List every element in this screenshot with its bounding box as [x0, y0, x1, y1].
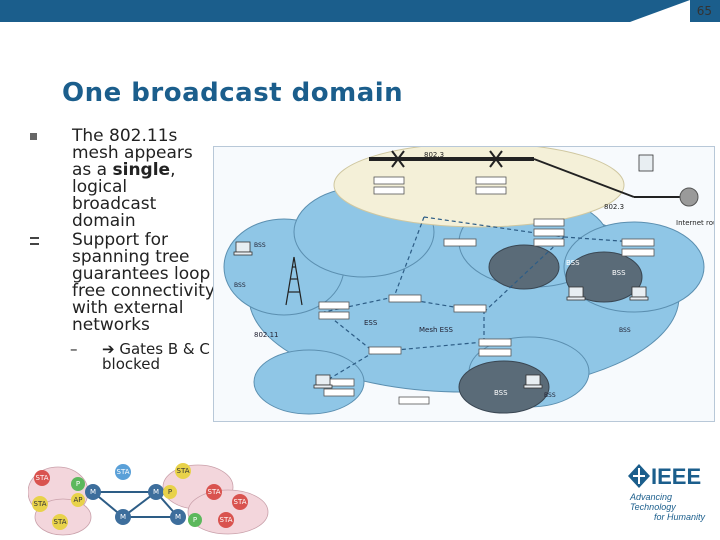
- bullet-list: The 802.11s mesh appears as a single, lo…: [30, 128, 215, 372]
- sub-bullet-text: ➔ Gates B & C blocked: [102, 340, 210, 373]
- bullet-lines-icon: [30, 237, 39, 245]
- router-icon: [679, 187, 699, 207]
- mesh-ess-label: Mesh ESS: [419, 326, 454, 334]
- bullet-1-text-bold: single: [112, 160, 171, 180]
- mini-label-sta-1: STA: [36, 474, 49, 482]
- ieee-diamond-icon: [628, 464, 650, 488]
- mini-node-p-3: [188, 513, 202, 527]
- wired-label: 802.11: [254, 331, 279, 339]
- mini-label-p-2: P: [168, 488, 172, 496]
- diagram-svg: 802.3 802.3 Internet router: [223, 147, 714, 415]
- mini-label-m-3: M: [120, 513, 126, 521]
- mini-label-sta-6: STA: [234, 498, 247, 506]
- mini-nodes: STA STA STA STA STA STA STA STA M M M M …: [32, 463, 248, 530]
- mini-label-p-3: P: [193, 516, 197, 524]
- bss-label-3: BSS: [494, 389, 508, 397]
- mini-mesh-diagram: STA STA STA STA STA STA STA STA M M M M …: [28, 462, 278, 536]
- bss-label-5: BSS: [234, 282, 246, 289]
- internet-router-label: Internet router: [676, 219, 714, 227]
- bullet-1-text-post: , logical broadcast domain: [72, 160, 176, 231]
- mini-node-sta-5: [206, 484, 222, 500]
- sub-bullet: – ➔ Gates B & C blocked: [30, 342, 215, 372]
- mini-label-sta-2: STA: [34, 500, 47, 508]
- lan-label-right: 802.3: [604, 203, 624, 211]
- slide-title: One broadcast domain: [62, 78, 404, 108]
- station-boxes: [318, 176, 655, 405]
- mini-node-m-4: [170, 509, 186, 525]
- mini-label-m-2: M: [153, 488, 159, 496]
- mini-node-m-3: [115, 509, 131, 525]
- bss-label-7: BSS: [544, 392, 556, 399]
- mini-label-sta-4: STA: [177, 467, 190, 475]
- mini-node-m-1: [85, 484, 101, 500]
- switch-icons: [391, 150, 503, 168]
- top-bar-notch: [630, 0, 690, 22]
- mini-node-sta-7: [218, 512, 234, 528]
- bss-clouds: [458, 244, 643, 414]
- bss-label-4: BSS: [254, 242, 266, 249]
- mini-label-p-1: P: [76, 480, 80, 488]
- mini-label-sta-7: STA: [220, 516, 233, 524]
- mini-node-ap: [71, 493, 85, 507]
- mini-label-sta-5: STA: [208, 488, 221, 496]
- bullet-square-icon: [30, 133, 37, 140]
- mini-node-sta-4: [175, 463, 191, 479]
- mini-mesh-svg: STA STA STA STA STA STA STA STA M M M M …: [28, 463, 269, 536]
- bss-label-1: BSS: [566, 259, 580, 267]
- bullet-2: Support for spanning tree guarantees loo…: [30, 232, 215, 334]
- mesh-network-diagram: 802.3 802.3 Internet router: [213, 146, 715, 422]
- lan-bus-line-right: [533, 158, 635, 198]
- bullet-1-text-pre: The 802.11s mesh appears as a: [72, 126, 193, 180]
- bss-label-2: BSS: [612, 269, 626, 277]
- ieee-wordmark: IEEE: [651, 464, 702, 489]
- page-number: 65: [696, 4, 712, 18]
- mini-node-p-1: [71, 477, 85, 491]
- ieee-tagline-line-2: for Humanity: [654, 512, 706, 522]
- mini-label-m-4: M: [175, 513, 181, 521]
- mini-node-sta-8: [115, 464, 131, 480]
- mini-node-sta-1: [34, 470, 50, 486]
- top-bar: [0, 0, 720, 22]
- mini-node-sta-3: [52, 514, 68, 530]
- mini-label-sta-8: STA: [117, 468, 130, 476]
- mini-node-m-2: [148, 484, 164, 500]
- sub-bullet-dash: –: [70, 340, 78, 358]
- antenna-tower-icon: [285, 256, 303, 306]
- bss-label-6: BSS: [619, 327, 631, 334]
- bullet-1: The 802.11s mesh appears as a single, lo…: [30, 128, 215, 230]
- mini-node-sta-2: [32, 496, 48, 512]
- ieee-logo: IEEE Advancing Technology for Humanity: [626, 462, 718, 536]
- laptop-icons: [233, 154, 654, 389]
- ess-label: ESS: [364, 319, 378, 327]
- mini-label-sta-3: STA: [54, 518, 67, 526]
- lan-label: 802.3: [424, 151, 444, 159]
- mini-label-m-1: M: [90, 488, 96, 496]
- mini-node-p-2: [163, 485, 177, 499]
- bullet-2-text: Support for spanning tree guarantees loo…: [72, 230, 215, 335]
- ieee-tagline: Advancing Technology for Humanity: [630, 492, 718, 522]
- mini-label-ap: AP: [73, 496, 82, 504]
- mini-node-sta-6: [232, 494, 248, 510]
- ieee-tagline-line-1: Advancing Technology: [630, 492, 676, 512]
